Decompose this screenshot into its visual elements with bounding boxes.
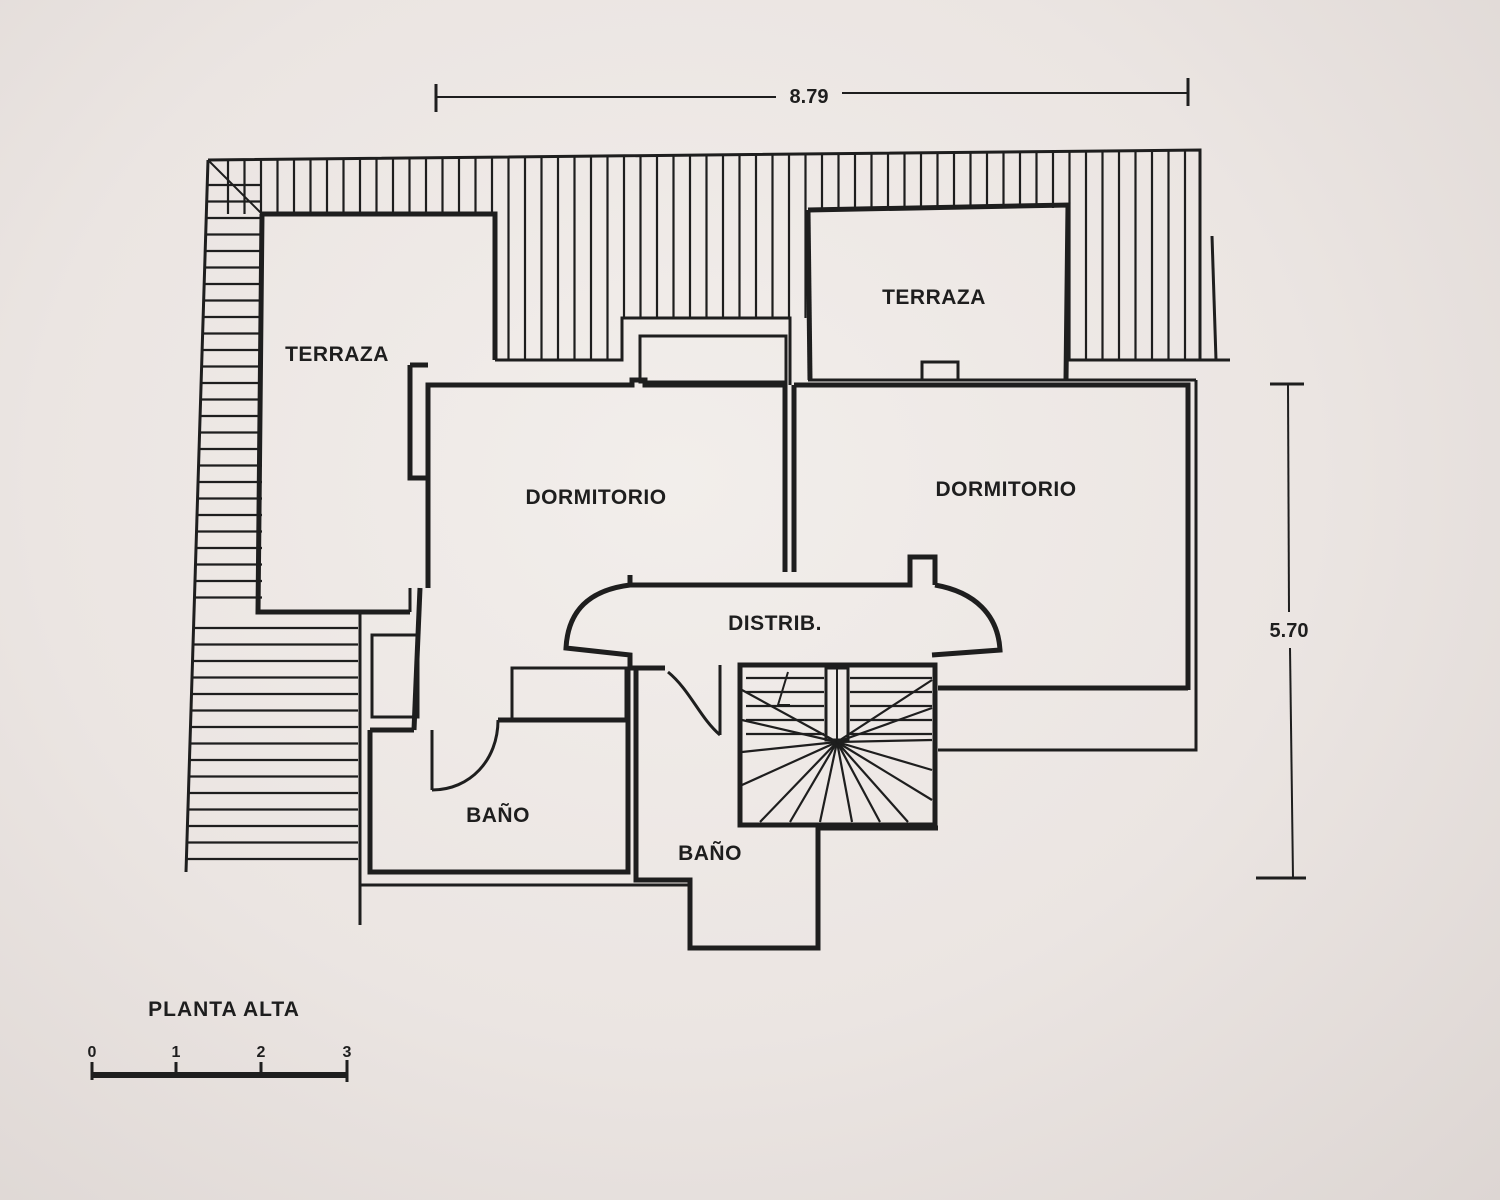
scale-bar: 0 1 2 3 [88,1044,352,1082]
stair-step [836,740,933,772]
stair-step [835,741,854,823]
terrace-hatching-top [226,150,1187,360]
dimension-height-label: 5.70 [1270,620,1309,642]
stair-step [741,740,838,754]
dimension-height: 5.70 [1256,382,1309,880]
stair-step [836,738,933,744]
label-terraza-left: TERRAZA [285,343,389,366]
stair-step [759,741,838,823]
window-box [638,334,788,384]
dormitorio-right [791,378,1198,752]
staircase [737,662,938,828]
label-dormitorio-left: DORMITORIO [525,486,666,509]
stair-step [836,741,881,823]
bano-left [358,612,631,925]
label-bano-left: BAÑO [466,804,530,827]
label-bano-center: BAÑO [678,842,742,865]
label-dormitorio-right: DORMITORIO [935,478,1076,501]
scale-tick-1: 1 [172,1044,181,1061]
scale-tick-2: 2 [257,1044,266,1061]
label-terraza-right: TERRAZA [882,286,986,309]
label-distrib: DISTRIB. [728,612,822,635]
dormitorio-left [407,362,788,731]
plan-title: PLANTA ALTA [148,998,300,1021]
terrace-hatching-bottom-left [186,626,358,861]
terrace-hatching-left [194,183,262,599]
stair-step [789,741,838,823]
stair-step [741,740,838,787]
distrib [563,554,1003,671]
scale-tick-3: 3 [343,1044,352,1061]
bano-center [360,665,938,951]
stair-step [836,741,909,823]
stair-step [836,679,933,743]
dimension-width-label: 8.79 [790,86,829,108]
dimension-width: 8.79 [434,78,1190,112]
terrace-outline [184,148,1230,873]
scale-tick-0: 0 [88,1044,97,1061]
stair-step [818,741,839,823]
stair-step [836,741,933,801]
stair-step [836,706,933,744]
stair-step [741,718,838,744]
